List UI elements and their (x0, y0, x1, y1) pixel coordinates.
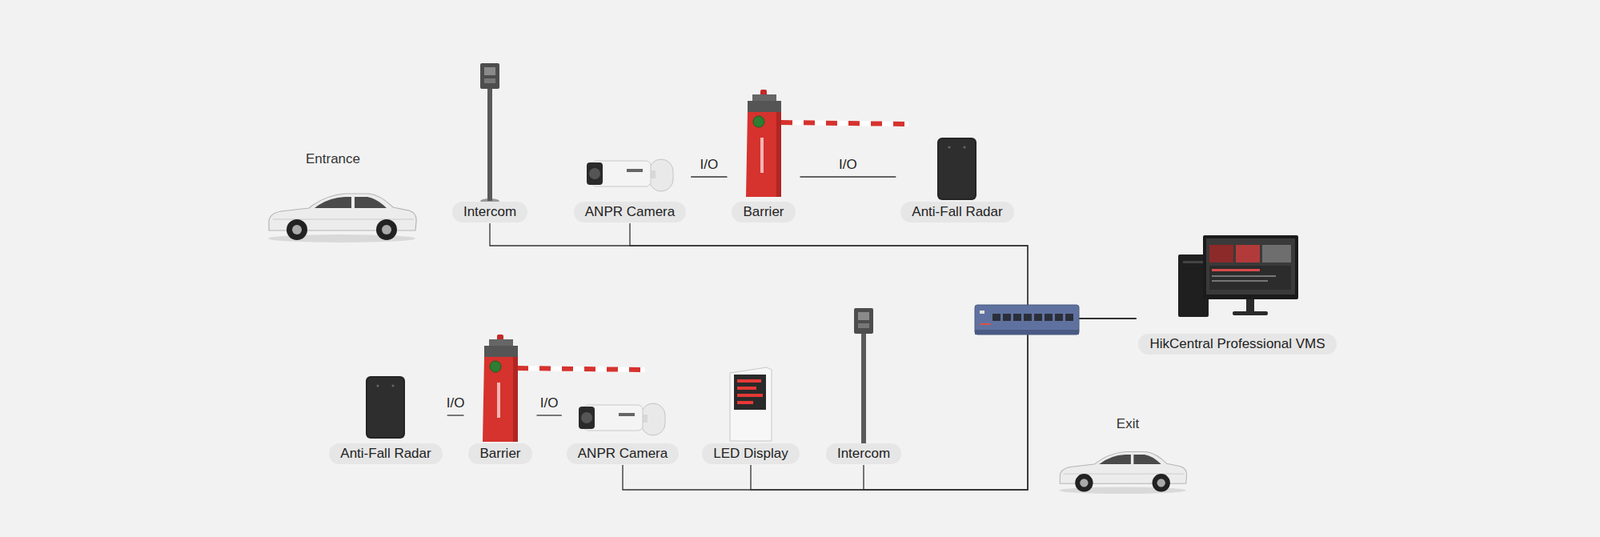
vms-computer (1211, 280, 1268, 282)
anti-fall-radar (365, 376, 406, 439)
network-switch (992, 313, 1001, 321)
device-node: ANPR Camera (565, 400, 681, 465)
network-switch (1034, 313, 1043, 321)
network-switch (974, 329, 1079, 335)
device-label: Anti-Fall Radar (328, 443, 442, 465)
device-node: Barrier (466, 333, 534, 465)
vms-computer (1203, 235, 1299, 300)
device-label: Barrier (731, 201, 795, 223)
vms-computer (1209, 265, 1292, 290)
network-switch (1054, 313, 1063, 321)
barrier-gate (745, 89, 782, 197)
led-display (733, 374, 766, 410)
vms-computer (1235, 244, 1260, 263)
exit-car (1058, 452, 1187, 494)
network-cable (622, 318, 1136, 490)
vms-computer (1262, 244, 1292, 263)
device-label: Anti-Fall Radar (900, 201, 1014, 223)
device-node: Intercom (450, 63, 530, 223)
vms-computer (1206, 238, 1296, 295)
device-node: LED Display (700, 367, 802, 465)
network-switch (1002, 313, 1011, 321)
device-label: Barrier (468, 443, 532, 465)
place-label: Exit (1116, 416, 1139, 433)
device-node: Anti-Fall Radar (898, 137, 1015, 223)
io-wire (447, 414, 465, 416)
exit-car (1058, 452, 1187, 494)
led-display (737, 386, 757, 390)
anpr-camera (578, 403, 666, 436)
barrier-gate (745, 89, 782, 197)
anti-fall-radar (937, 137, 977, 201)
network-switch (1044, 313, 1053, 321)
barrier-arm (517, 368, 646, 370)
vms-computer (1232, 311, 1268, 316)
network-cable (489, 223, 1136, 319)
network-switch (1013, 313, 1022, 321)
device-label: Intercom (826, 443, 902, 465)
network-switch (1023, 313, 1032, 321)
intercom-device (480, 63, 500, 204)
network-switch (979, 323, 991, 325)
barrier-arm (517, 368, 646, 370)
place-label: Entrance (305, 151, 361, 168)
led-display (737, 379, 762, 383)
network-cable (750, 318, 1136, 490)
io-wire (537, 414, 562, 416)
barrier-gate (482, 334, 518, 442)
io-wire (690, 176, 727, 177)
signal-label: I/O (445, 395, 467, 412)
device-label: ANPR Camera (566, 443, 679, 465)
anti-fall-radar (937, 137, 977, 201)
vms-computer (1211, 275, 1276, 277)
anpr-camera (586, 159, 674, 192)
vms-computer (1182, 260, 1204, 264)
device-node: Anti-Fall Radar (327, 375, 444, 465)
io-wire (800, 176, 897, 177)
barrier-arm (517, 368, 646, 370)
barrier-arm (781, 122, 909, 125)
vms-computer (1209, 244, 1234, 263)
device-label: ANPR Camera (573, 201, 686, 223)
barrier-arm (781, 122, 909, 125)
network-cable (629, 223, 1136, 319)
signal-label: I/O (538, 395, 561, 412)
anpr-camera (586, 159, 674, 192)
network-switch (974, 304, 1079, 335)
vms-computer (1246, 299, 1255, 313)
led-display (729, 367, 772, 442)
barrier-gate (482, 334, 518, 442)
device-node: Intercom (824, 308, 903, 465)
network-switch (974, 304, 1079, 335)
device-node: Barrier (729, 89, 797, 223)
device-label: Intercom (452, 201, 528, 223)
device-label: LED Display (701, 443, 800, 465)
intercom-device (854, 308, 874, 449)
led-display (737, 393, 763, 397)
intercom-device (480, 63, 500, 204)
vms-computer (1178, 235, 1299, 317)
signal-label: I/O (698, 156, 721, 173)
led-display (737, 401, 754, 405)
anti-fall-radar (365, 376, 406, 439)
network-switch (1065, 313, 1074, 321)
signal-label: I/O (837, 156, 859, 173)
intercom-device (854, 308, 874, 449)
vms-computer (1211, 268, 1260, 272)
barrier-arm (781, 122, 909, 125)
device-node: ANPR Camera (572, 156, 688, 223)
entrance-car (268, 193, 417, 243)
led-display (729, 367, 772, 442)
network-switch (979, 310, 985, 314)
entrance-car (268, 193, 417, 243)
device-node: HikCentral Professional VMS (1136, 234, 1338, 355)
anpr-camera (578, 403, 666, 436)
device-label: HikCentral Professional VMS (1138, 333, 1336, 355)
